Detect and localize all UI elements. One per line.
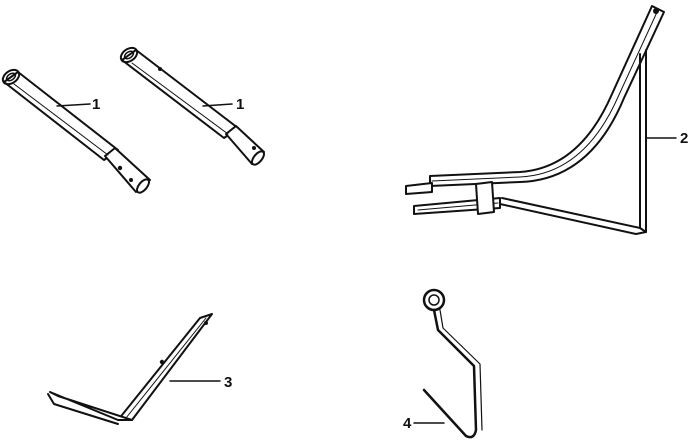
frame-bracket-part [405, 5, 677, 235]
callout-tube-a: 1 [92, 96, 100, 113]
callout-hook: 4 [403, 415, 412, 432]
callout-tube-b: 1 [236, 96, 244, 113]
tube-part-b [119, 46, 265, 166]
angle-bracket-part [47, 313, 221, 425]
hook-part [413, 288, 483, 439]
callout-frame-bracket: 2 [680, 130, 688, 147]
callout-angle-bracket: 3 [224, 374, 232, 391]
tube-part-a [1, 68, 151, 194]
